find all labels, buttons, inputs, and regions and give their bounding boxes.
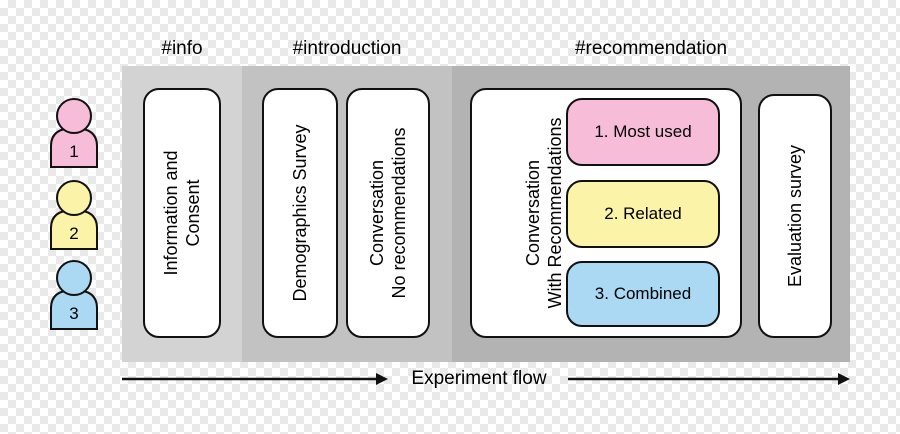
card-information-consent-line-1: Information and: [161, 150, 181, 276]
card-conversation-with-rec-line-1: Conversation: [523, 159, 543, 267]
card-information-consent: Information and Consent: [143, 88, 221, 338]
user-2-icon: [50, 180, 98, 250]
user-group-3: 3: [48, 258, 100, 332]
variant-related: 2. Related: [566, 180, 720, 248]
card-demographics-survey-label: Demographics Survey: [289, 124, 311, 301]
card-conversation-with-rec-line-2: With Recommendations: [545, 117, 565, 309]
card-information-consent-label: Information and Consent: [160, 150, 204, 275]
card-evaluation-survey: Evaluation survey: [758, 94, 832, 338]
card-conversation-no-recommendations-label: Conversation No recommendations: [366, 127, 410, 298]
user-1-icon: [50, 98, 98, 168]
user-3-number: 3: [69, 304, 79, 323]
phase-title-info: #info: [161, 38, 203, 59]
card-demographics-survey: Demographics Survey: [262, 88, 338, 338]
card-conversation-no-recommendations: Conversation No recommendations: [346, 88, 430, 338]
flow-arrow-left: [122, 373, 388, 385]
card-evaluation-survey-line-1: Evaluation survey: [785, 144, 805, 288]
experiment-flow-label: Experiment flow: [411, 368, 547, 389]
phase-title-recommendation: #recommendation: [574, 38, 728, 59]
card-conversation-no-rec-line-2: No recommendations: [389, 127, 409, 299]
user-1-number: 1: [69, 142, 79, 161]
card-conversation-with-recommendations-label: Conversation With Recommendations: [522, 117, 566, 308]
card-evaluation-survey-label: Evaluation survey: [784, 145, 806, 287]
user-3-icon: [50, 260, 98, 330]
card-information-consent-line-2: Consent: [183, 179, 203, 247]
variant-combined: 3. Combined: [566, 261, 720, 327]
user-2-number: 2: [69, 224, 79, 243]
user-group-2: 2: [48, 178, 100, 252]
card-conversation-with-recommendations: Conversation With Recommendations 1. Mos…: [470, 88, 742, 338]
card-demographics-survey-line-1: Demographics Survey: [290, 124, 310, 302]
user-group-1: 1: [48, 96, 100, 170]
phase-title-introduction: #introduction: [292, 38, 402, 59]
variant-most-used: 1. Most used: [566, 98, 720, 166]
card-conversation-no-rec-line-1: Conversation: [367, 159, 387, 267]
flow-arrow-right: [568, 373, 850, 385]
